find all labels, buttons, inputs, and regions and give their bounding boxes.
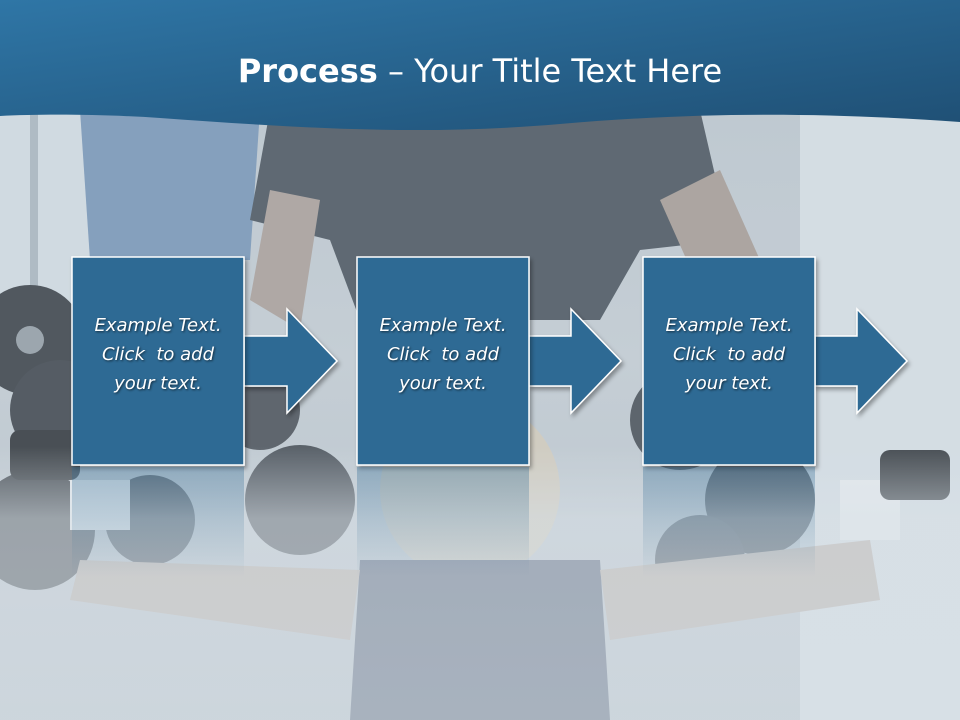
step-2-line-2: Click to add — [386, 344, 499, 365]
step-1-line-1: Example Text. — [94, 315, 222, 336]
step-3-reflection — [643, 467, 815, 577]
step-2-line-1: Example Text. — [379, 315, 507, 336]
step-3-line-1: Example Text. — [665, 315, 793, 336]
process-step-2[interactable] — [356, 256, 623, 577]
title-band — [0, 0, 960, 131]
step-1-arrow — [243, 307, 339, 415]
step-2-reflection — [357, 467, 529, 577]
title-separator: – — [377, 52, 415, 90]
step-2-text[interactable]: Example Text. Click to add your text. — [358, 311, 528, 398]
step-2-line-3: your text. — [399, 373, 487, 394]
title-rest-text: Your Title Text Here — [414, 52, 723, 90]
step-1-line-2: Click to add — [101, 344, 214, 365]
step-2-arrow — [528, 307, 623, 415]
title-bold-text: Process — [237, 52, 378, 90]
step-3-box — [642, 256, 816, 466]
step-1-text[interactable]: Example Text. Click to add your text. — [73, 311, 243, 398]
step-3-arrow — [814, 307, 909, 415]
step-3-text[interactable]: Example Text. Click to add your text. — [644, 311, 814, 398]
slide-title[interactable]: Process – Your Title Text Here — [0, 52, 960, 90]
step-1-line-3: your text. — [114, 373, 202, 394]
process-step-1[interactable] — [71, 256, 339, 577]
step-3-line-2: Click to add — [672, 344, 785, 365]
step-3-line-3: your text. — [685, 373, 773, 394]
step-1-reflection — [72, 467, 244, 577]
step-1-box — [71, 256, 245, 466]
process-step-3[interactable] — [642, 256, 909, 577]
step-2-box — [356, 256, 530, 466]
